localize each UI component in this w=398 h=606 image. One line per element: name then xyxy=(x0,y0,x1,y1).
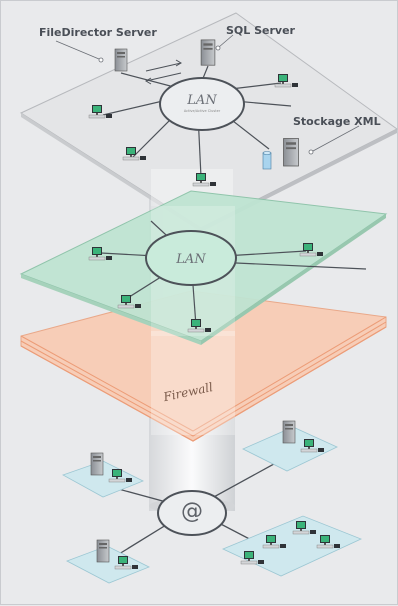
lan-middle-label: LAN xyxy=(175,252,206,267)
server-lan-layer: LAN Active/Active Cluster FileDirector S… xyxy=(19,12,398,232)
internet-symbol: @ xyxy=(181,499,203,524)
remote-site-pad xyxy=(62,460,144,498)
remote-site-pad xyxy=(66,545,150,584)
filedirector-server-label: FileDirector Server xyxy=(39,26,157,39)
remote-site-pad xyxy=(222,515,363,577)
lan-top-hub xyxy=(159,77,245,131)
remote-server-icon xyxy=(90,452,104,476)
internet-hub xyxy=(157,490,227,536)
replication-arrows xyxy=(145,59,182,85)
internet-layer: @ xyxy=(62,420,363,584)
filedirector-server-icon xyxy=(114,48,128,72)
remote-server-icon xyxy=(282,420,296,444)
lan-top-label: LAN xyxy=(186,93,217,108)
lan-middle-hub xyxy=(145,230,237,286)
remote-server-icon xyxy=(96,539,110,563)
sql-server-label: SQL Server xyxy=(226,24,296,37)
svg-text:Active/Active Cluster: Active/Active Cluster xyxy=(184,109,221,113)
xml-storage-cylinder-icon xyxy=(262,151,272,170)
stockage-xml-label: Stockage XML xyxy=(293,115,381,128)
xml-storage-icon xyxy=(282,137,300,167)
client-lan-layer: LAN xyxy=(19,190,388,345)
sql-server-icon xyxy=(200,39,216,66)
remote-site-pad xyxy=(242,426,338,472)
firewall-layer: Firewall xyxy=(20,290,387,442)
